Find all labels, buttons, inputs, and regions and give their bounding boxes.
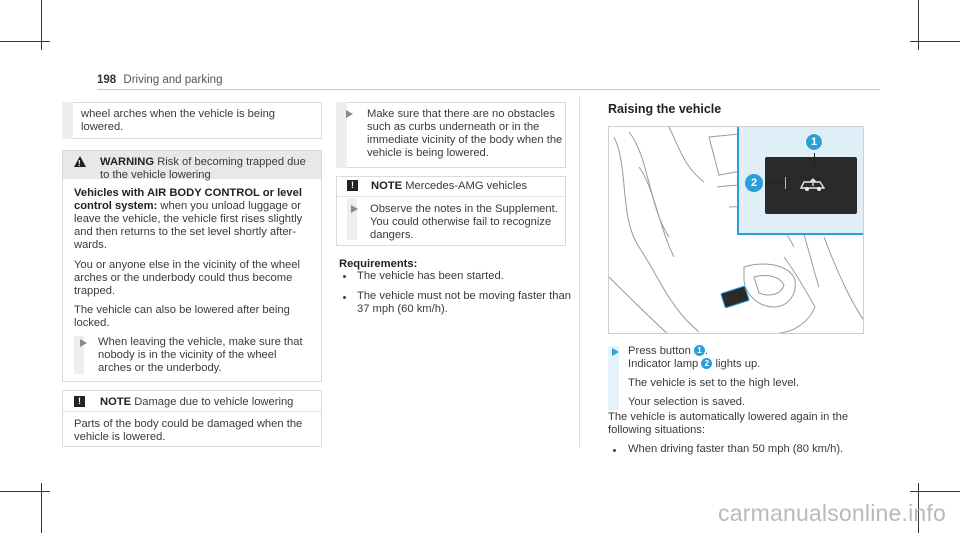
warning-subhead: Vehicles with AIR BODY CONTROL or level [74, 187, 302, 199]
indicator-line: Indicator lamp 2 lights up. [628, 358, 760, 371]
page-number: 198 [97, 74, 117, 86]
requirement-item: The vehicle has been started. [357, 270, 504, 282]
level-button [765, 157, 857, 214]
watermark-text: carmanualsonline.info [718, 500, 946, 526]
press-line: Press button 1. [628, 345, 709, 357]
note-title: Damage due to vehicle lowering [134, 396, 294, 408]
warning-box [62, 150, 322, 382]
column-divider [579, 97, 580, 447]
step-arrow-icon [80, 339, 87, 347]
bullet [343, 275, 346, 278]
result-line: Your selection is saved. [628, 396, 746, 408]
crop-mark [41, 0, 42, 50]
leader-line [765, 182, 785, 183]
step-line: immediate vicinity of the body when the [367, 134, 563, 146]
crop-mark [918, 483, 919, 533]
step-bar [74, 336, 84, 374]
warning-title: Risk of becoming trapped due [157, 156, 306, 168]
callout-2: 2 [745, 174, 763, 192]
amg-step-line: dangers. [370, 229, 414, 241]
amg-note-box [336, 176, 566, 246]
indicator-suffix: lights up. [715, 358, 761, 370]
step-line: vehicle is being lowered. [367, 147, 489, 159]
button-number-badge: 1 [693, 345, 705, 356]
step-arrow-icon [346, 110, 353, 118]
auto-line: following situations: [608, 424, 706, 436]
step-line: such as curbs underneath or in the [367, 121, 540, 133]
step-bar [336, 102, 347, 168]
warning-para-line: locked. [74, 317, 110, 329]
step-arrow-icon [351, 205, 358, 213]
crop-mark [910, 41, 960, 42]
note-title: Mercedes-AMG vehicles [405, 180, 528, 192]
warning-body-line: leave the vehicle, the vehicle first ris… [74, 213, 303, 225]
figure-console: 1 2 [608, 126, 864, 334]
crop-mark [918, 0, 919, 50]
section-heading: Raising the vehicle [608, 102, 722, 116]
intro-line: wheel arches when the vehicle is being [81, 108, 276, 120]
bullet [613, 449, 616, 452]
warning-subhead: control system: [74, 200, 158, 212]
note-label: NOTE [100, 396, 132, 408]
warning-body-line: and then returns to the set level shortl… [74, 226, 297, 238]
auto-line: The vehicle is automatically lowered aga… [608, 411, 849, 423]
note-divider [63, 411, 321, 412]
requirement-item: The vehicle must not be moving faster th… [357, 290, 571, 302]
requirement-item: 37 mph (60 km/h). [357, 303, 448, 315]
warning-header [63, 151, 321, 179]
leader-line [814, 153, 815, 167]
indicator-lamp-icon [785, 177, 786, 189]
requirements-label: Requirements: [339, 258, 418, 270]
warning-body-line: wards. [74, 239, 107, 251]
warning-step-line: When leaving the vehicle, make sure that [98, 336, 303, 348]
step-line: Make sure that there are no obstacles [367, 108, 555, 120]
bullet [343, 296, 346, 299]
crop-mark [910, 491, 960, 492]
crop-mark [0, 491, 50, 492]
amg-note-title: NOTE Mercedes-AMG vehicles [371, 180, 527, 193]
step-bar [347, 198, 357, 240]
warning-para-line: trapped. [74, 285, 116, 297]
warning-title-line: WARNING Risk of becoming trapped due [100, 156, 306, 169]
note-title-line: NOTE Damage due to vehicle lowering [100, 396, 293, 409]
note-divider [337, 196, 565, 197]
warning-body: when you unload luggage or [160, 200, 301, 212]
warning-label: WARNING [100, 156, 155, 168]
note-body-line: Parts of the body could be damaged when … [74, 418, 303, 430]
result-line: The vehicle is set to the high level. [628, 377, 800, 389]
warning-body-line: control system: when you unload luggage … [74, 200, 301, 213]
note-box [62, 390, 322, 447]
step-arrow-icon [612, 348, 619, 356]
intro-bar [62, 102, 73, 139]
note-icon: ! [347, 180, 358, 191]
crop-mark [41, 483, 42, 533]
lamp-number-badge: 2 [701, 358, 713, 369]
indicator-text: Indicator lamp [628, 358, 699, 370]
warning-para-line: arches or the underbody could thus becom… [74, 272, 293, 284]
page-header: 198 Driving and parking [97, 74, 222, 86]
intro-line: lowered. [81, 121, 124, 133]
warning-step-line: arches or the underbody. [98, 362, 222, 374]
callout-1: 1 [805, 133, 823, 151]
press-text: Press button [628, 345, 691, 357]
warning-para-line: The vehicle can also be lowered after be… [74, 304, 290, 316]
header-divider [97, 89, 880, 90]
warning-step-line: nobody is in the vicinity of the wheel [98, 349, 277, 361]
warning-para-line: You or anyone else in the vicinity of th… [74, 259, 300, 271]
amg-step-line: Observe the notes in the Supplement. [370, 203, 558, 215]
warning-icon [74, 156, 86, 170]
note-label: NOTE [371, 180, 403, 192]
amg-step-line: You could otherwise fail to recognize [370, 216, 552, 228]
vehicle-lift-icon [799, 178, 826, 191]
situation-item: When driving faster than 50 mph (80 km/h… [628, 443, 844, 455]
step-bar [608, 346, 619, 410]
note-body-line: vehicle is lowered. [74, 431, 166, 443]
warning-title-line: to the vehicle lowering [100, 169, 211, 181]
crop-mark [0, 41, 50, 42]
section-title: Driving and parking [123, 74, 223, 86]
note-icon: ! [74, 396, 85, 407]
